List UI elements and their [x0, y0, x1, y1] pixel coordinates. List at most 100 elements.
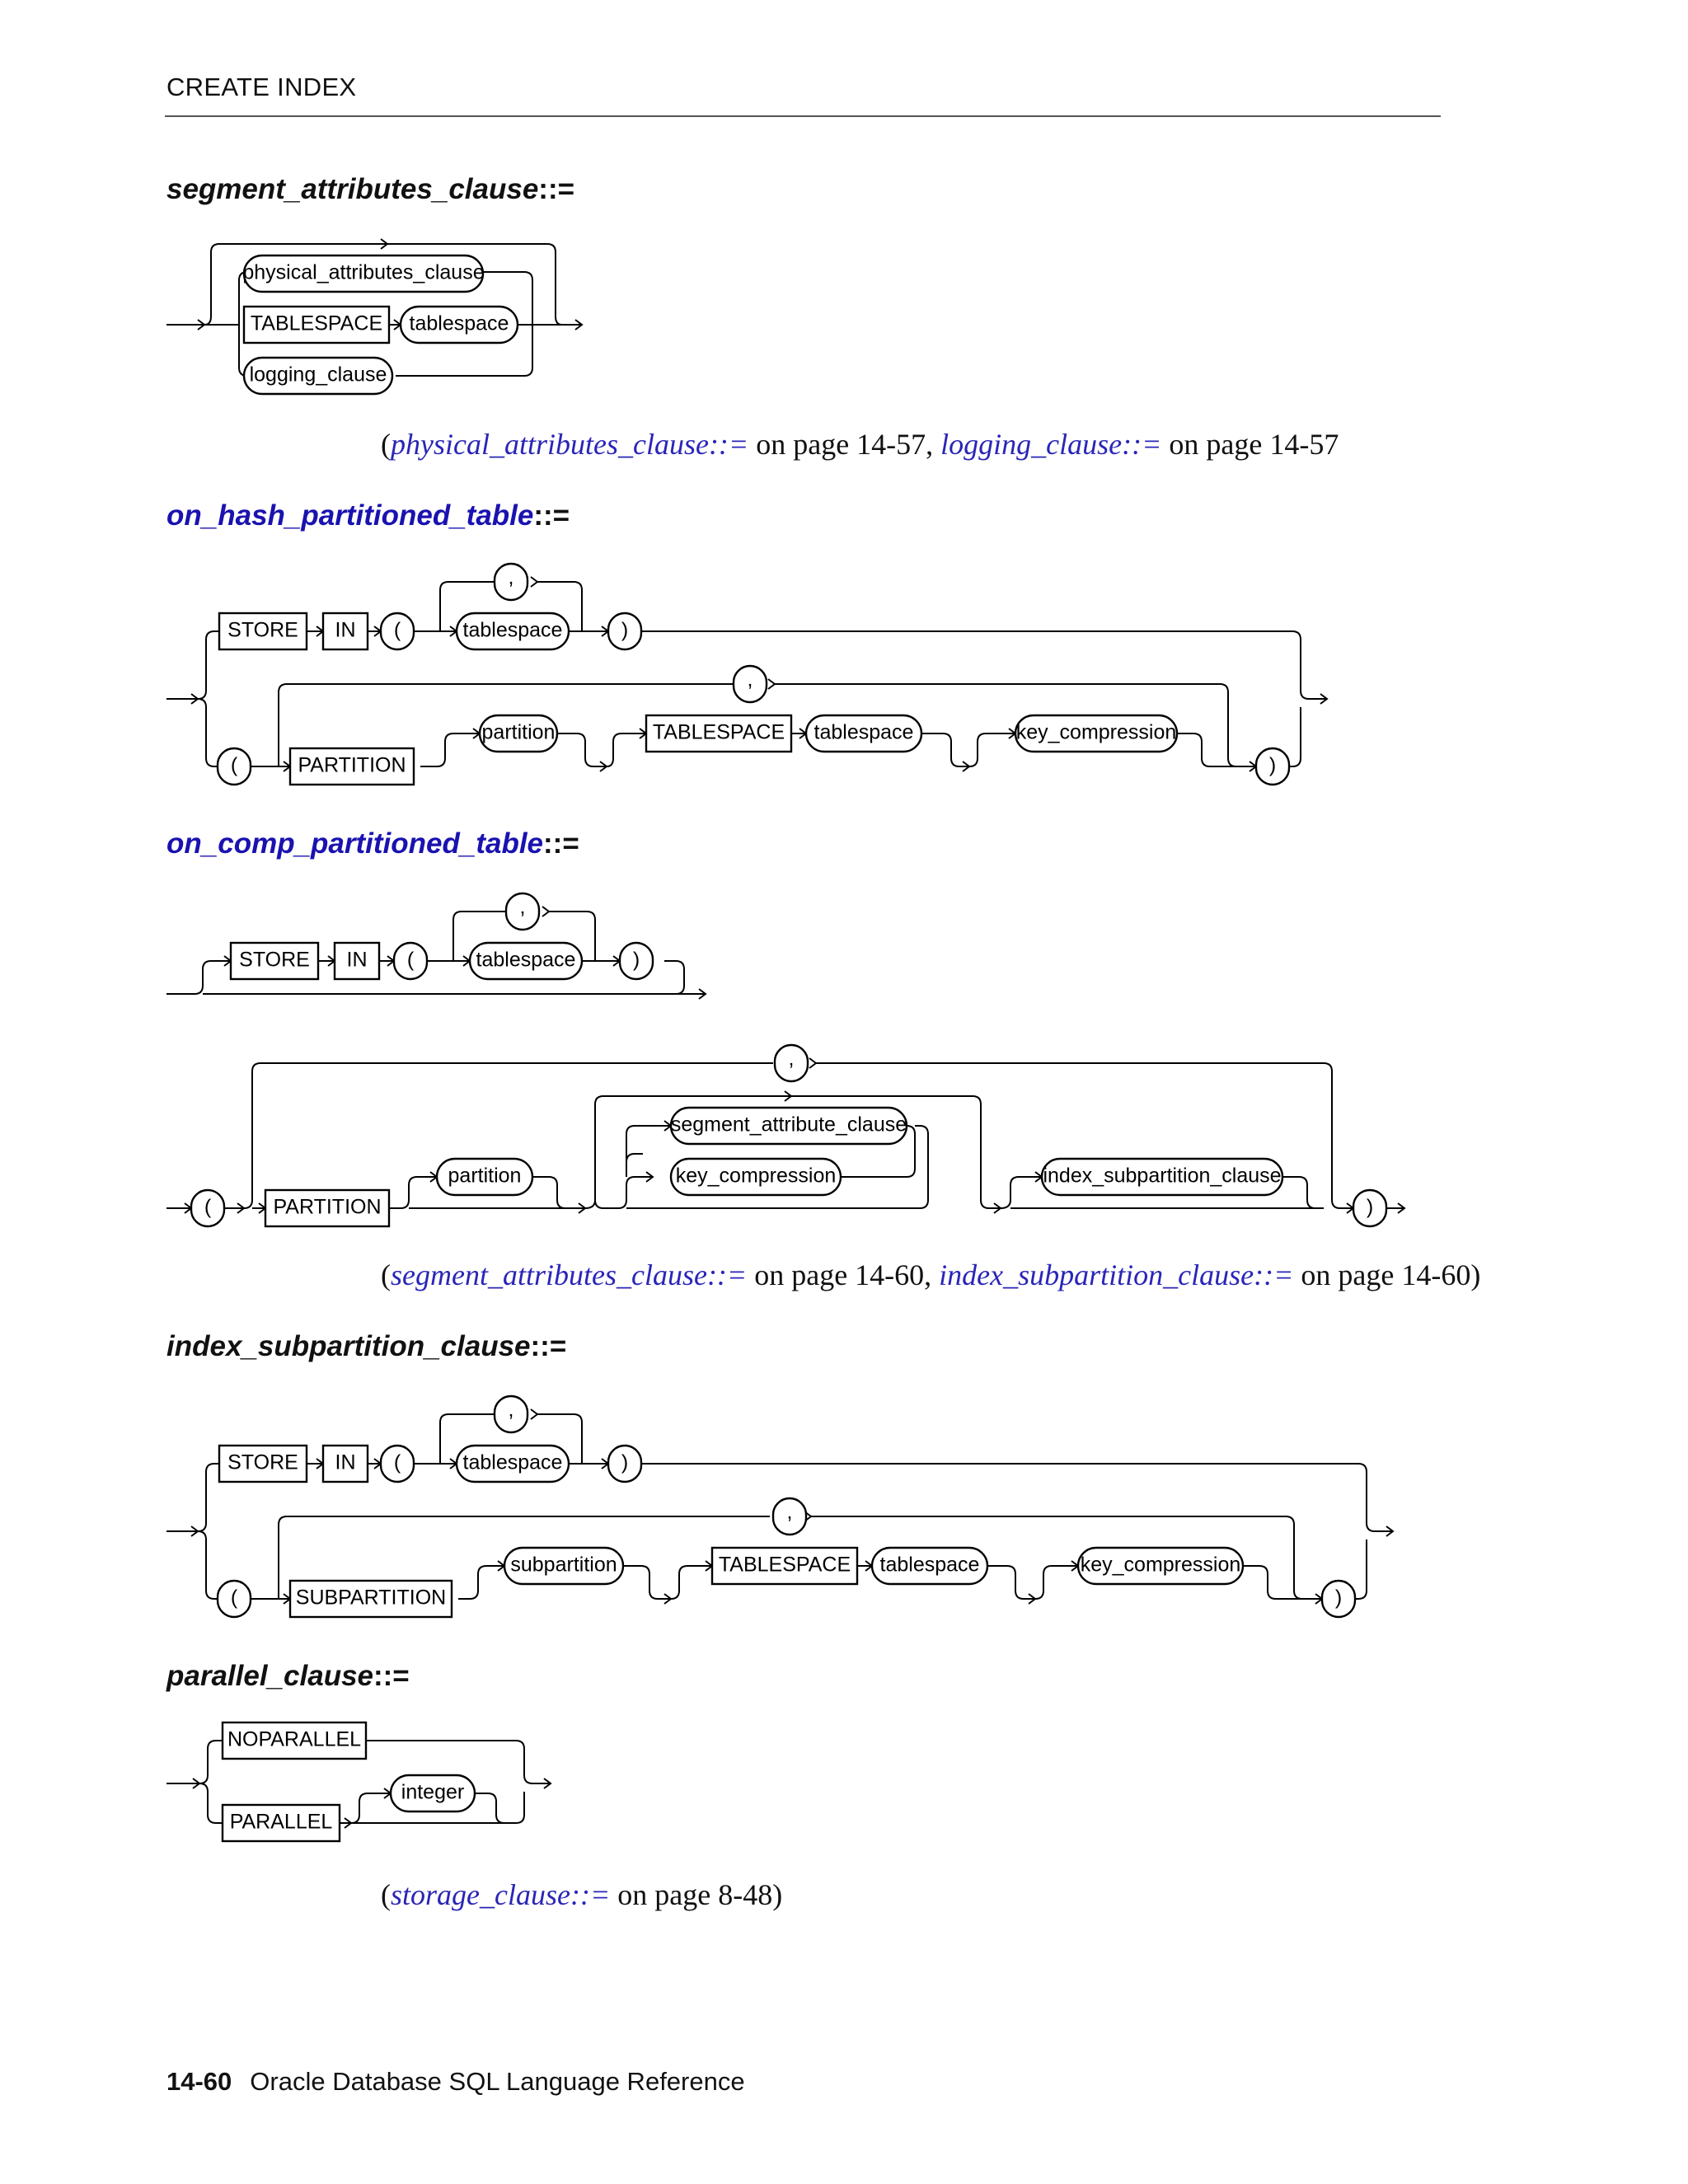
- node-tablespace-2: [870, 1546, 989, 1586]
- heading-operator: ::=: [533, 499, 570, 532]
- node-in-keyword-label: IN: [335, 619, 356, 642]
- node-tablespace: [468, 941, 584, 981]
- heading-name[interactable]: on_hash_partitioned_table: [166, 499, 534, 532]
- node-partition: [478, 714, 559, 753]
- xref-link-logging-clause[interactable]: logging_clause::=: [940, 428, 1162, 461]
- node-partition-keyword: [288, 747, 415, 786]
- node-physical-attributes-clause-label: physical_attributes_clause: [242, 261, 484, 284]
- node-comma-2: [773, 1043, 809, 1083]
- node-rparen: [618, 941, 654, 981]
- railroad-parallel-clause: NOPARALLEL PARALLEL integer: [166, 1721, 552, 1843]
- node-lparen-2-label: (: [231, 754, 238, 777]
- node-rparen-2-label: ): [1335, 1586, 1342, 1610]
- node-in-keyword-label: IN: [347, 949, 368, 972]
- node-index-subpartition-clause: [1040, 1157, 1284, 1197]
- node-store-keyword: [218, 612, 308, 651]
- node-comma-2-label: ,: [789, 1047, 795, 1071]
- heading-name[interactable]: on_comp_partitioned_table: [166, 827, 544, 860]
- node-rparen-2: [1254, 747, 1291, 786]
- node-partition-label: partition: [448, 1165, 522, 1188]
- node-logging-clause: [242, 356, 394, 396]
- node-rparen: [607, 1444, 643, 1483]
- node-partition: [435, 1157, 534, 1197]
- node-logging-clause-label: logging_clause: [250, 363, 387, 387]
- xref-text: on page 8-48): [610, 1878, 783, 1911]
- node-comma: [504, 892, 541, 931]
- node-tablespace: [455, 612, 570, 651]
- node-lparen-2: [190, 1188, 226, 1228]
- node-tablespace-label: tablespace: [463, 1451, 563, 1474]
- node-comma-2-label: ,: [787, 1501, 793, 1524]
- node-lparen-label: (: [394, 1451, 401, 1474]
- node-key-compression: [1076, 1546, 1245, 1586]
- node-parallel-keyword-label: PARALLEL: [230, 1811, 333, 1834]
- node-parallel-keyword: [221, 1803, 341, 1843]
- node-lparen: [379, 1444, 415, 1483]
- railroad-on-comp-partitioned-table: STORE IN ( , tablespace ) ( PARTITION pa…: [166, 892, 1406, 1228]
- node-tablespace-2-label: tablespace: [814, 721, 914, 744]
- node-tablespace-label: tablespace: [476, 949, 576, 972]
- node-key-compression-label: key_compression: [676, 1165, 837, 1188]
- node-key-compression-label: key_compression: [1016, 721, 1177, 744]
- node-store-keyword-label: STORE: [227, 1451, 298, 1474]
- xref-link-storage-clause[interactable]: storage_clause::=: [391, 1878, 611, 1911]
- railroad-on-hash-partitioned-table: STORE IN ( , tablespace ) ( PARTITION pa…: [166, 562, 1329, 786]
- node-in-keyword: [321, 612, 369, 651]
- node-tablespace-keyword-label: TABLESPACE: [653, 721, 785, 744]
- footer-page-number: 14-60: [166, 2067, 232, 2096]
- node-store-keyword-label: STORE: [239, 949, 310, 972]
- node-partition-keyword: [264, 1188, 391, 1228]
- node-noparallel-keyword-label: NOPARALLEL: [227, 1728, 361, 1751]
- node-partition-label: partition: [482, 721, 556, 744]
- node-comma-label: ,: [509, 566, 514, 589]
- node-tablespace-2-label: tablespace: [880, 1554, 980, 1577]
- node-tablespace-keyword-label: TABLESPACE: [719, 1554, 851, 1577]
- heading-operator: ::=: [538, 173, 575, 205]
- node-comma-2-label: ,: [748, 668, 753, 691]
- node-tablespace-label: tablespace: [463, 619, 563, 642]
- node-subpartition: [503, 1546, 625, 1586]
- node-tablespace-keyword: [710, 1546, 859, 1586]
- node-comma-label: ,: [520, 896, 526, 919]
- node-rparen: [607, 612, 643, 651]
- node-subpartition-keyword-label: SUBPARTITION: [296, 1586, 446, 1610]
- node-tablespace-keyword-label: TABLESPACE: [251, 312, 382, 335]
- node-subpartition-label: subpartition: [510, 1554, 617, 1577]
- node-tablespace-keyword: [645, 714, 793, 753]
- heading-on-comp-partitioned-table: on_comp_partitioned_table::=: [166, 827, 579, 860]
- node-tablespace: [455, 1444, 570, 1483]
- railroad-index-subpartition-clause: STORE IN ( , tablespace ) ( SUBPARTITION…: [166, 1394, 1395, 1619]
- xref-link-index-subpartition-clause[interactable]: index_subpartition_clause::=: [939, 1258, 1294, 1291]
- node-store-keyword: [218, 1444, 308, 1483]
- node-store-keyword-label: STORE: [227, 619, 298, 642]
- heading-segment-attributes-clause: segment_attributes_clause::=: [166, 173, 574, 206]
- node-rparen-label: ): [621, 619, 628, 642]
- heading-operator: ::=: [530, 1330, 567, 1362]
- node-comma-label: ,: [509, 1399, 514, 1422]
- node-comma-2: [771, 1497, 808, 1536]
- node-subpartition-keyword: [288, 1579, 453, 1619]
- node-key-compression: [669, 1157, 842, 1197]
- node-lparen-label: (: [407, 949, 415, 972]
- node-partition-keyword-label: PARTITION: [273, 1196, 381, 1219]
- node-noparallel-keyword: [221, 1721, 368, 1760]
- node-in-keyword: [321, 1444, 369, 1483]
- xref-text: on page 14-57: [1161, 428, 1339, 461]
- node-rparen-2: [1352, 1188, 1388, 1228]
- footer-book-title: Oracle Database SQL Language Reference: [250, 2067, 745, 2096]
- xref-link-physical-attributes-clause[interactable]: physical_attributes_clause::=: [391, 428, 749, 461]
- node-lparen-2: [216, 1579, 252, 1619]
- xref-link-segment-attributes-clause[interactable]: segment_attributes_clause::=: [391, 1258, 748, 1291]
- heading-index-subpartition-clause: index_subpartition_clause::=: [166, 1330, 566, 1363]
- node-key-compression: [1014, 714, 1179, 753]
- node-rparen-2: [1320, 1579, 1357, 1619]
- heading-name: parallel_clause: [166, 1660, 373, 1692]
- node-comma: [493, 562, 529, 602]
- heading-parallel-clause: parallel_clause::=: [166, 1660, 410, 1693]
- heading-name: segment_attributes_clause: [166, 173, 539, 205]
- node-tablespace-label: tablespace: [410, 312, 509, 335]
- node-rparen-2-label: ): [1367, 1196, 1373, 1219]
- node-in-keyword: [333, 941, 381, 981]
- node-integer-label: integer: [401, 1781, 464, 1804]
- node-lparen: [379, 612, 415, 651]
